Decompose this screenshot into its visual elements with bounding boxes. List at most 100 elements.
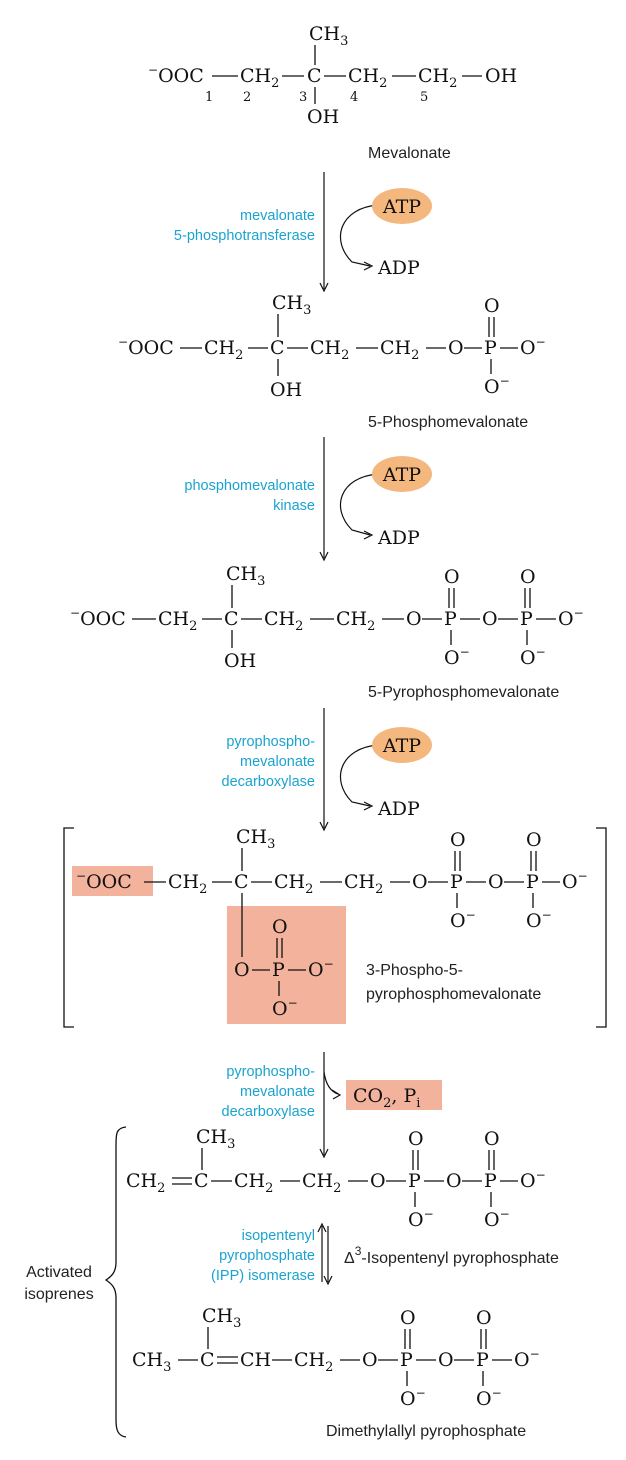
svg-text:O−: O−	[450, 908, 476, 932]
svg-text:CH2: CH2	[380, 337, 419, 363]
svg-text:P: P	[520, 608, 533, 630]
svg-text:CH2: CH2	[294, 1349, 333, 1375]
svg-text:OH: OH	[307, 106, 339, 128]
svg-text:3: 3	[299, 90, 307, 105]
svg-text:C: C	[270, 337, 285, 359]
svg-text:O: O	[484, 295, 500, 317]
svg-text:O−: O−	[408, 1207, 434, 1231]
svg-text:−OOC: −OOC	[70, 606, 126, 630]
svg-text:C: C	[234, 871, 249, 893]
svg-text:−OOC: −OOC	[118, 335, 174, 359]
svg-text:O: O	[520, 566, 536, 588]
svg-text:C: C	[200, 1349, 215, 1371]
svg-text:P: P	[400, 1349, 413, 1371]
svg-text:P: P	[476, 1349, 489, 1371]
svg-text:O: O	[234, 959, 250, 981]
svg-text:4: 4	[350, 90, 358, 105]
svg-text:P: P	[444, 608, 457, 630]
svg-text:CH3: CH3	[309, 23, 348, 49]
svg-text:O−: O−	[484, 374, 510, 398]
svg-text:P: P	[450, 871, 463, 893]
svg-text:OH: OH	[224, 650, 256, 672]
svg-text:CH2: CH2	[274, 871, 313, 897]
atp-bubble-2	[372, 456, 432, 492]
charge: −	[148, 63, 158, 77]
svg-text:CH2: CH2	[418, 65, 457, 91]
dmapp-structure: CH3 C CH3 CH CH2 O P O O− O P O O− O−	[132, 1305, 540, 1410]
label-5-pyrophosphomevalonate: 5-Pyrophosphomevalonate	[368, 684, 559, 701]
svg-text:OH: OH	[270, 379, 302, 401]
label-dmapp: Dimethylallyl pyrophosphate	[326, 1423, 526, 1440]
svg-text:CH2: CH2	[264, 608, 303, 634]
svg-text:O−: O−	[558, 606, 584, 630]
step3-arrow	[319, 708, 379, 832]
svg-text:O: O	[450, 829, 466, 851]
svg-text:O: O	[408, 1128, 424, 1150]
svg-text:CH3: CH3	[196, 1126, 235, 1152]
svg-text:P: P	[408, 1170, 421, 1192]
pyrophosphomevalonate-structure: −OOC CH2 C CH3 OH CH2 CH2 O P O O− O P O…	[70, 563, 584, 672]
svg-text:O: O	[482, 608, 498, 630]
step1-arrow	[319, 172, 379, 293]
svg-text:CH2: CH2	[336, 608, 375, 634]
svg-text:2: 2	[243, 90, 251, 105]
atp-bubble-1	[372, 188, 432, 224]
svg-text:O: O	[400, 1307, 416, 1329]
svg-text:O: O	[448, 337, 464, 359]
atp-bubble-3	[372, 727, 432, 763]
svg-text:CH3: CH3	[226, 563, 265, 589]
svg-text:P: P	[526, 871, 539, 893]
svg-text:O−: O−	[526, 908, 552, 932]
svg-text:O: O	[406, 608, 422, 630]
svg-text:O: O	[476, 1307, 492, 1329]
svg-text:O: O	[488, 871, 504, 893]
co2-pi-label: CO2,Pi	[353, 1085, 420, 1111]
svg-text:CH3: CH3	[272, 292, 311, 318]
step2-arrow	[319, 437, 379, 562]
mevalonate-structure: −OOC CH2 C CH3 OH CH2 CH2 OH 1 2 3 4 5	[148, 23, 517, 128]
svg-text:CH2: CH2	[158, 608, 197, 634]
svg-text:CH3: CH3	[202, 1305, 241, 1331]
svg-text:O−: O−	[562, 869, 588, 893]
svg-text:O−: O−	[520, 1168, 546, 1192]
svg-text:CH2: CH2	[310, 337, 349, 363]
svg-text:O: O	[362, 1349, 378, 1371]
svg-text:CH: CH	[240, 1349, 271, 1371]
phosphate-highlight	[227, 906, 346, 1024]
svg-text:CH2: CH2	[126, 1170, 165, 1196]
svg-text:C: C	[224, 608, 239, 630]
adp-label-1: ADP	[377, 257, 420, 279]
svg-text:O−: O−	[476, 1386, 502, 1410]
svg-text:CH3: CH3	[236, 826, 275, 852]
svg-text:O−: O−	[272, 996, 298, 1020]
svg-text:1: 1	[205, 90, 213, 105]
phosphomevalonate-structure: −OOC CH2 C CH3 OH CH2 CH2 O P O O− O−	[118, 292, 546, 401]
svg-text:O: O	[444, 566, 460, 588]
svg-text:O: O	[272, 916, 288, 938]
svg-text:O−: O−	[444, 645, 470, 669]
step4-arrow	[319, 1052, 342, 1159]
svg-text:CH2: CH2	[234, 1170, 273, 1196]
adp-label-2: ADP	[377, 527, 420, 549]
svg-text:O: O	[446, 1170, 462, 1192]
svg-text:CH2: CH2	[348, 65, 387, 91]
atp-label-1: ATP	[382, 196, 421, 218]
atp-label-2: ATP	[382, 464, 421, 486]
svg-text:CH2: CH2	[302, 1170, 341, 1196]
svg-text:O−: O−	[514, 1347, 540, 1371]
adp-label-3: ADP	[377, 798, 420, 820]
label-ipp: Δ3-Isopentenyl pyrophosphate	[344, 1244, 559, 1267]
svg-text:O: O	[526, 829, 542, 851]
svg-text:O: O	[412, 871, 428, 893]
label-mevalonate: Mevalonate	[368, 145, 451, 162]
svg-text:C: C	[194, 1170, 209, 1192]
svg-text:CH2: CH2	[204, 337, 243, 363]
label-3-phospho-5-pyrophosphomevalonate: 3-Phospho-5-pyrophosphomevalonate	[366, 962, 541, 1003]
svg-text:CH3: CH3	[132, 1349, 171, 1375]
